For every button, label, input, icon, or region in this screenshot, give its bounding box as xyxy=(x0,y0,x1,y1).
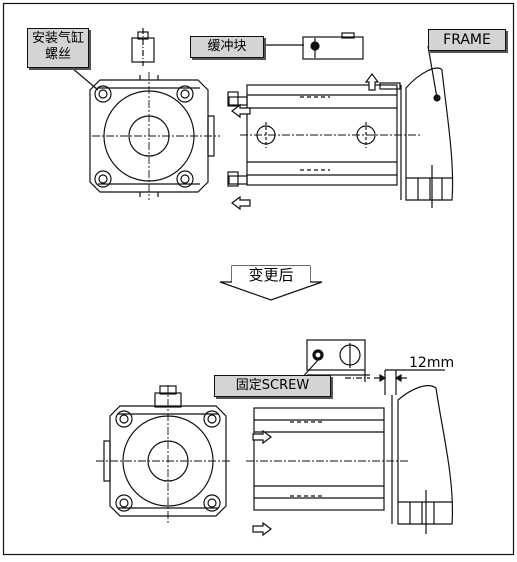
bottom-cylinder-side-view xyxy=(246,407,410,511)
label-after-change: 变更后 xyxy=(232,266,310,286)
leader-lines xyxy=(71,45,441,102)
gap-dimension xyxy=(345,369,445,395)
bottom-arrows xyxy=(252,429,272,537)
bottom-frame xyxy=(391,385,454,534)
top-bracket-icon xyxy=(131,28,155,66)
label-fix-screw: 固定SCREW xyxy=(214,375,331,397)
bottom-buffer-block xyxy=(306,339,370,382)
top-arrows xyxy=(231,73,380,211)
label-mount-screw: 安装气缸螺丝 xyxy=(27,28,89,68)
bottom-flange-end-view xyxy=(96,385,232,525)
label-buffer-block: 缓冲块 xyxy=(190,36,264,58)
outer-border xyxy=(2,2,515,556)
top-flange-end-view xyxy=(89,72,220,200)
top-frame xyxy=(400,67,454,208)
buffer-block-sketch xyxy=(266,32,364,60)
gap-dimension-text: 12mm xyxy=(409,355,455,371)
top-cylinder-side-view xyxy=(227,82,420,187)
label-frame: FRAME xyxy=(428,29,506,51)
